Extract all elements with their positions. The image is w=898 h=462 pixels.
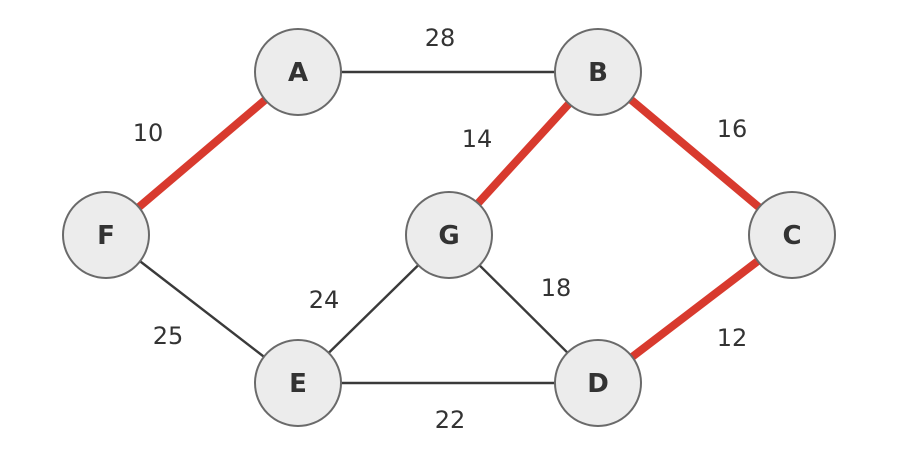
node-circle — [554, 28, 642, 116]
node-circle — [554, 339, 642, 427]
node-label: C — [782, 221, 801, 251]
edge-g-e — [327, 264, 420, 354]
node-label: G — [438, 221, 459, 251]
nodes-layer: A B C D E F G — [62, 28, 836, 427]
edge-g-d — [478, 264, 569, 354]
weights-layer: 28 10 14 16 12 18 24 25 22 — [133, 24, 748, 434]
edge-b-c-highlighted — [628, 96, 762, 211]
edge-weight-e-d: 22 — [435, 406, 466, 434]
node-d: D — [554, 339, 642, 427]
node-g: G — [405, 191, 493, 279]
node-circle — [748, 191, 836, 279]
node-f: F — [62, 191, 150, 279]
node-label: D — [587, 369, 609, 399]
edge-f-e — [139, 260, 265, 358]
node-b: B — [554, 28, 642, 116]
edge-weight-a-f: 10 — [133, 119, 164, 147]
edge-b-g-highlighted — [475, 101, 572, 206]
edge-weight-b-g: 14 — [462, 125, 493, 153]
node-label: F — [97, 221, 115, 251]
edges-layer — [136, 70, 762, 385]
node-a: A — [254, 28, 342, 116]
edge-weight-g-d: 18 — [541, 274, 572, 302]
edge-c-d-highlighted — [629, 257, 761, 361]
node-circle — [254, 28, 342, 116]
node-circle — [254, 339, 342, 427]
edge-weight-a-b: 28 — [425, 24, 456, 52]
edge-weight-b-c: 16 — [717, 115, 748, 143]
edge-a-f-highlighted — [136, 96, 268, 211]
node-label: E — [289, 369, 307, 399]
node-circle — [62, 191, 150, 279]
node-c: C — [748, 191, 836, 279]
edge-weight-g-e: 24 — [309, 286, 340, 314]
node-label: A — [288, 58, 308, 88]
edge-weight-c-d: 12 — [717, 324, 748, 352]
node-circle — [405, 191, 493, 279]
edge-weight-f-e: 25 — [153, 322, 184, 350]
node-label: B — [588, 58, 608, 88]
node-e: E — [254, 339, 342, 427]
